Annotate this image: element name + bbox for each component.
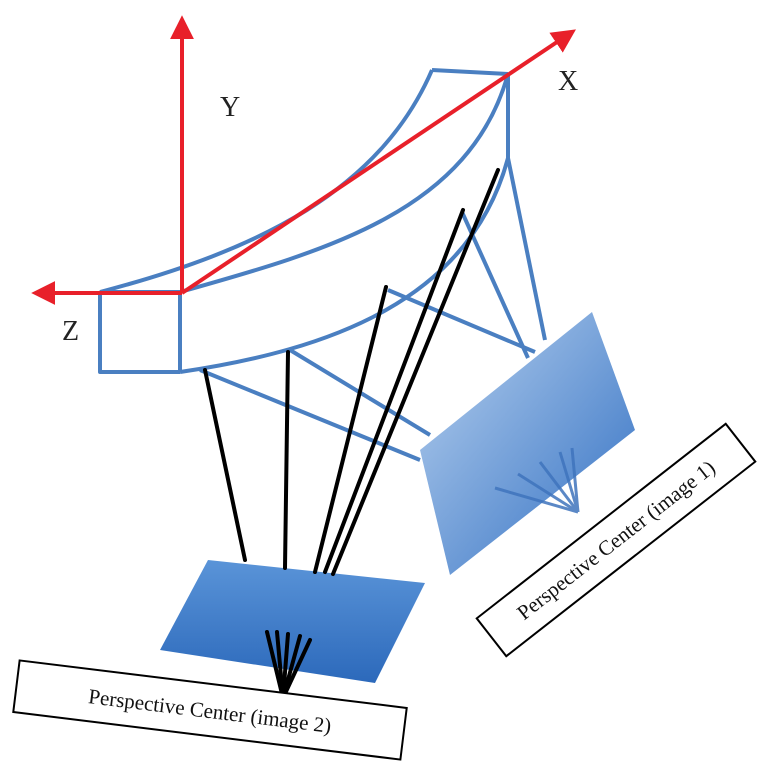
object-outline bbox=[98, 68, 547, 462]
caption-image2: Perspective Center (image 2) bbox=[12, 659, 408, 761]
coordinate-axes bbox=[31, 15, 576, 305]
projection-rays bbox=[203, 168, 500, 700]
x-axis bbox=[180, 29, 576, 295]
image1-ray-fan bbox=[494, 447, 580, 514]
z-axis-label: Z bbox=[62, 316, 79, 347]
x-axis-label: X bbox=[558, 66, 578, 97]
image-plane-1 bbox=[420, 312, 635, 575]
y-axis-label: Y bbox=[220, 92, 240, 123]
image-plane-2 bbox=[160, 560, 425, 683]
